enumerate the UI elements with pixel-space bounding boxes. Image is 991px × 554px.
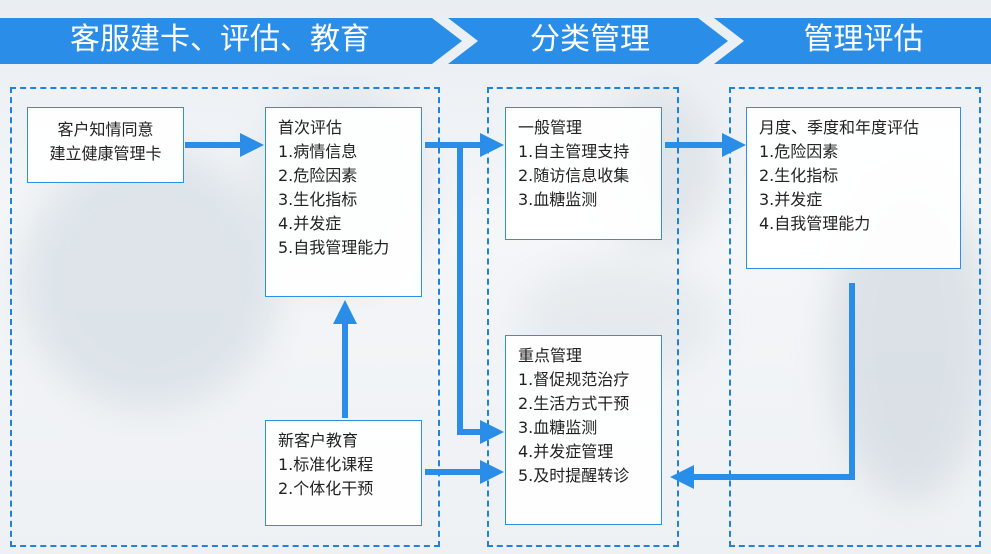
box-education-item: 1.标准化课程 <box>278 455 374 474</box>
zone-classification <box>487 87 679 547</box>
background-shape <box>20 150 280 410</box>
box-general: 一般管理 1.自主管理支持 2.随访信息收集 3.血糖监测 <box>505 107 662 240</box>
box-education-title: 新客户教育 <box>278 431 359 450</box>
box-key: 重点管理 1.督促规范治疗 2.生活方式干预 3.血糖监测 4.并发症管理 5.… <box>505 335 662 525</box>
box-first-eval-title: 首次评估 <box>278 118 343 137</box>
box-key-item: 4.并发症管理 <box>518 442 614 461</box>
box-periodic-item: 3.并发症 <box>759 190 823 209</box>
box-general-title: 一般管理 <box>518 118 583 137</box>
box-consent: 客户知情同意 建立健康管理卡 <box>27 107 184 183</box>
header-stage-3-label: 管理评估 <box>803 22 924 57</box>
box-consent-line-1: 客户知情同意 <box>57 120 154 139</box>
header-chevron-1 <box>0 18 462 64</box>
box-periodic-item: 2.生化指标 <box>759 166 839 185</box>
header-stage-2-label: 分类管理 <box>530 22 650 57</box>
arrow-periodic-to-key <box>670 283 855 489</box>
box-education: 新客户教育 1.标准化课程 2.个体化干预 <box>265 420 422 526</box>
box-key-title: 重点管理 <box>518 346 583 365</box>
arrow-first-eval-to-key <box>457 145 504 444</box>
box-periodic-item: 1.危险因素 <box>759 142 839 161</box>
box-general-item: 1.自主管理支持 <box>518 142 630 161</box>
header-banner <box>0 18 991 64</box>
box-consent-line-2: 建立健康管理卡 <box>49 144 162 163</box>
box-key-item: 1.督促规范治疗 <box>518 370 630 389</box>
box-periodic-title: 月度、季度和年度评估 <box>759 118 920 137</box>
box-first-eval-item: 5.自我管理能力 <box>278 238 390 257</box>
box-first-eval-item: 2.危险因素 <box>278 166 358 185</box>
box-first-eval-item: 3.生化指标 <box>278 190 358 209</box>
header-chevron-3 <box>714 18 991 64</box>
zone-onboarding <box>10 87 440 547</box>
box-first-eval: 首次评估 1.病情信息 2.危险因素 3.生化指标 4.并发症 5.自我管理能力 <box>265 107 422 297</box>
header-chevron-2 <box>448 18 728 64</box>
box-periodic: 月度、季度和年度评估 1.危险因素 2.生化指标 3.并发症 4.自我管理能力 <box>746 107 961 269</box>
box-education-item: 2.个体化干预 <box>278 479 374 498</box>
box-general-item: 3.血糖监测 <box>518 190 598 209</box>
box-key-item: 2.生活方式干预 <box>518 394 630 413</box>
box-first-eval-item: 1.病情信息 <box>278 142 358 161</box>
header-stage-1-label: 客服建卡、评估、教育 <box>70 22 370 57</box>
box-periodic-item: 4.自我管理能力 <box>759 214 871 233</box>
box-first-eval-item: 4.并发症 <box>278 214 342 233</box>
zone-evaluation <box>729 87 981 547</box>
box-key-item: 3.血糖监测 <box>518 418 598 437</box>
box-key-item: 5.及时提醒转诊 <box>518 466 630 485</box>
box-general-item: 2.随访信息收集 <box>518 166 630 185</box>
